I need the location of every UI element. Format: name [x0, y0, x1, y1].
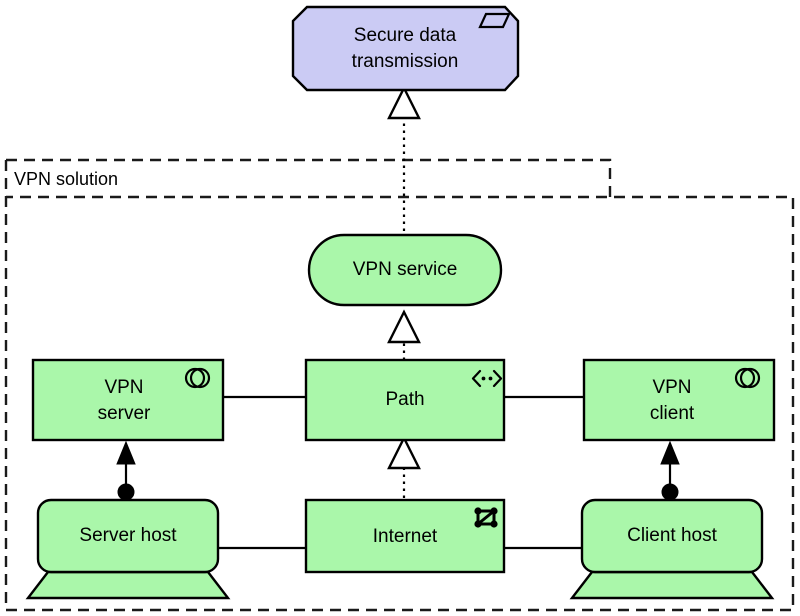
node-internet[interactable]: Internet — [304, 498, 506, 574]
vpn-client-label-line2: client — [650, 403, 695, 424]
server-host-shape — [36, 498, 220, 574]
node-vpn-server[interactable]: VPN server — [31, 358, 225, 442]
relation-realization-vpnservice-securedata[interactable] — [387, 85, 421, 238]
system-software-icon — [184, 367, 211, 389]
assignment-arrowhead-2 — [660, 440, 680, 465]
node-path[interactable]: Path — [304, 358, 506, 442]
communication-network-icon — [474, 507, 498, 528]
realization-hollow-triangle-1 — [387, 85, 421, 120]
vpn-server-label-line2: server — [98, 403, 151, 424]
group-vpn-solution[interactable]: VPN solution — [4, 158, 795, 612]
vpn-client-shape — [582, 358, 776, 442]
node-server-host[interactable]: Server host — [25, 498, 231, 600]
server-host-label: Server host — [79, 525, 177, 546]
node-secure-data-transmission[interactable]: Secure data transmission — [291, 5, 520, 92]
internet-shape — [304, 498, 506, 574]
secure-data-transmission-shape — [291, 5, 520, 92]
path-icon — [471, 369, 503, 388]
group-tab-border — [6, 158, 612, 197]
relation-realization-internet-path[interactable] — [387, 435, 421, 498]
vpn-server-label-line1: VPN — [104, 377, 143, 398]
secure-data-transmission-label-line2: transmission — [352, 51, 459, 72]
assignment-ball-2 — [661, 483, 679, 501]
server-host-base — [25, 570, 231, 600]
node-vpn-client[interactable]: VPN client — [582, 358, 776, 442]
assignment-arrowhead-1 — [116, 440, 136, 465]
relation-assignment-serverhost-vpnserver[interactable] — [116, 440, 136, 501]
relation-assignment-clienthost-vpnclient[interactable] — [660, 440, 680, 501]
internet-label: Internet — [373, 526, 438, 547]
vpn-service-shape — [307, 233, 503, 307]
system-software-icon — [734, 367, 761, 389]
relation-realization-path-vpnservice[interactable] — [387, 309, 421, 360]
path-shape — [304, 358, 506, 442]
vpn-service-label: VPN service — [353, 259, 458, 280]
client-host-shape — [580, 498, 764, 574]
realization-hollow-triangle-2 — [387, 309, 421, 344]
client-host-label: Client host — [627, 525, 717, 546]
client-host-base — [569, 570, 775, 600]
realization-hollow-triangle-3 — [387, 435, 421, 470]
node-client-host[interactable]: Client host — [569, 498, 775, 600]
meaning-parallelogram-icon — [478, 12, 511, 29]
vpn-client-label-line1: VPN — [652, 377, 691, 398]
assignment-ball-1 — [117, 483, 135, 501]
node-vpn-service[interactable]: VPN service — [307, 233, 503, 307]
path-label: Path — [385, 389, 424, 410]
secure-data-transmission-label-line1: Secure data — [354, 25, 457, 46]
group-label: VPN solution — [14, 169, 118, 189]
group-body-border — [4, 160, 795, 612]
